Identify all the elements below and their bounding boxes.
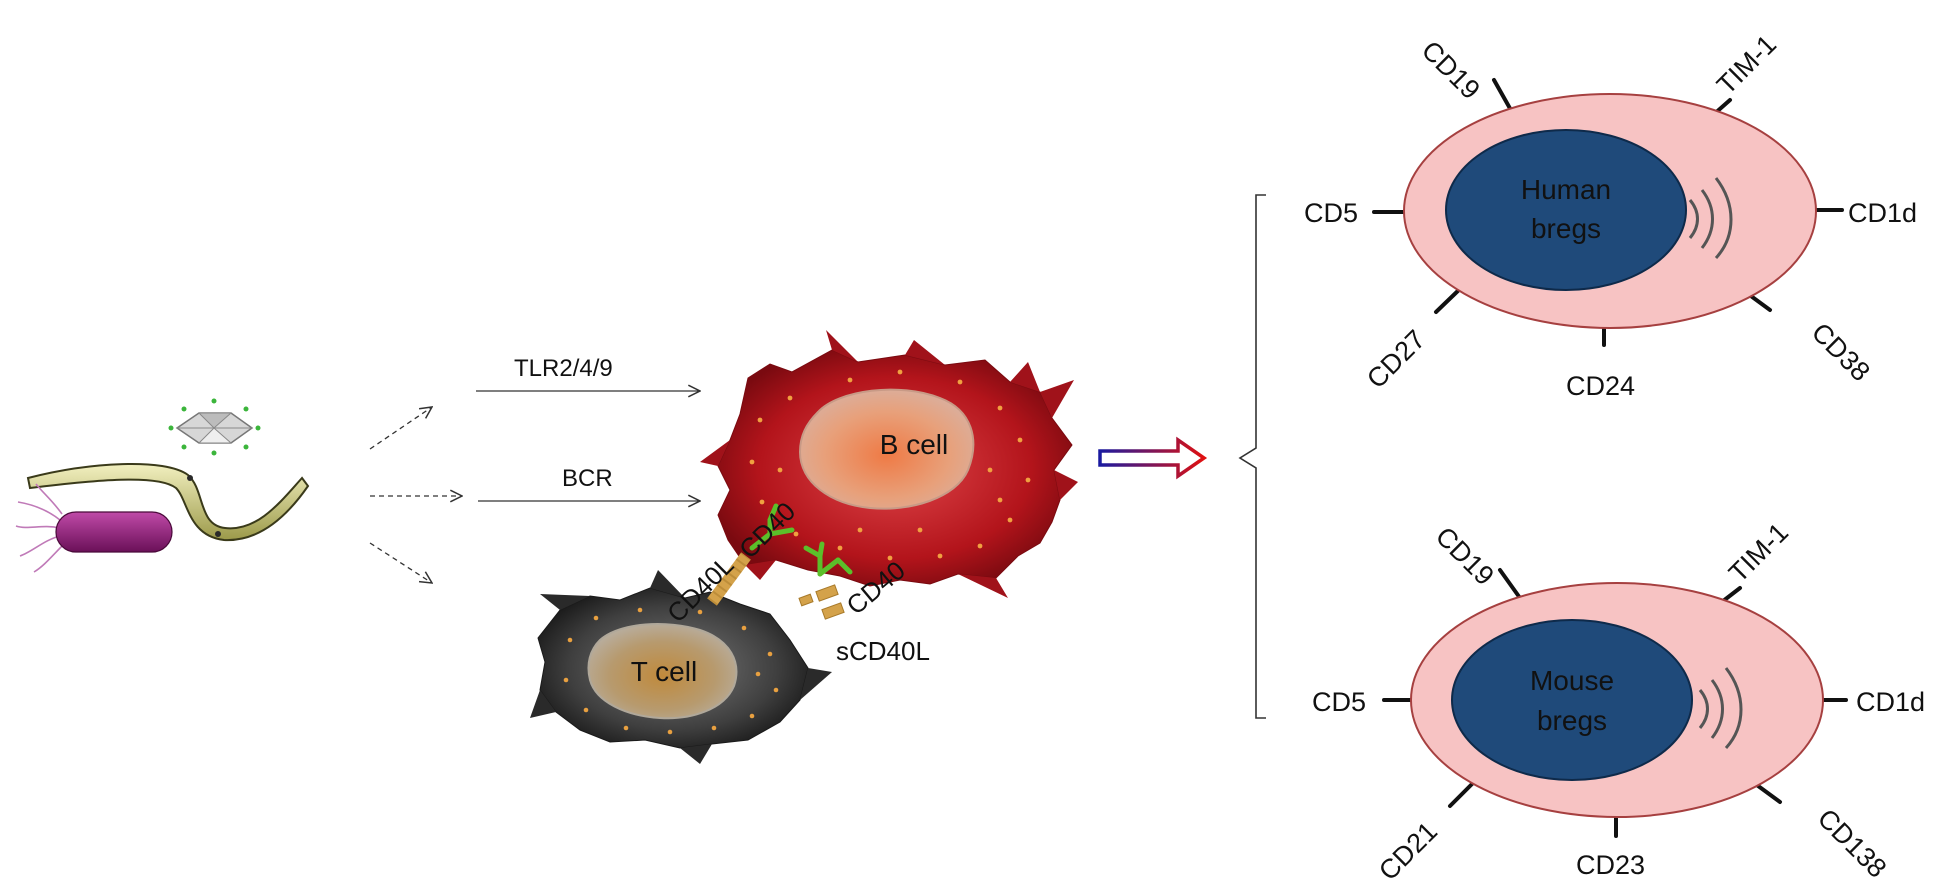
human-marker-cd5: CD5 [1304, 198, 1358, 228]
mouse-marker-cd5: CD5 [1312, 687, 1366, 717]
dashed-arrow-down [369, 542, 432, 583]
b-cell-label: B cell [880, 429, 948, 460]
mouse-bregs-title-1: Mouse [1530, 665, 1614, 696]
mouse-marker-cd21: CD21 [1373, 816, 1443, 886]
bcr-label: BCR [562, 465, 613, 492]
t-cell-label: T cell [631, 656, 697, 687]
virus-icon [168, 398, 261, 456]
mouse-antibody-waves-icon [1698, 667, 1743, 750]
human-bregs-nucleus [1445, 129, 1687, 291]
human-marker-cd19: CD19 [1416, 35, 1486, 105]
human-marker-cd24: CD24 [1566, 371, 1635, 401]
mouse-marker-cd19: CD19 [1430, 521, 1500, 591]
mouse-marker-cd138: CD138 [1812, 803, 1893, 884]
cd40-receptor-soluble [803, 541, 853, 577]
bacterium-icon [15, 483, 173, 573]
human-marker-cd27: CD27 [1361, 324, 1431, 394]
pathogen-arrows [369, 407, 462, 583]
scd40l-fragments [798, 584, 845, 620]
human-marker-tim1: TIM-1 [1711, 29, 1782, 100]
human-antibody-waves-icon [1688, 177, 1733, 260]
cd40l-stalk [707, 552, 751, 606]
human-bregs-cell: Human bregs CD19 TIM-1 CD5 CD1d CD27 CD2… [1304, 29, 1917, 401]
mouse-marker-cd23: CD23 [1576, 850, 1645, 880]
result-arrow [1098, 436, 1208, 480]
mouse-bregs-nucleus [1451, 619, 1693, 781]
human-bregs-title-2: bregs [1531, 213, 1601, 244]
mouse-bregs-title-2: bregs [1537, 705, 1607, 736]
human-bregs-title-1: Human [1521, 174, 1611, 205]
tlr-label: TLR2/4/9 [514, 355, 613, 382]
signal-arrows [476, 391, 700, 501]
mouse-marker-tim1: TIM-1 [1723, 517, 1794, 588]
grouping-bracket [1238, 194, 1266, 719]
mouse-bregs-cell: Mouse bregs CD19 TIM-1 CD5 CD1d CD21 CD2… [1312, 517, 1925, 886]
human-marker-cd1d: CD1d [1848, 198, 1917, 228]
helminth-icon [26, 462, 310, 542]
mouse-marker-cd1d: CD1d [1856, 687, 1925, 717]
b-cell: B cell [700, 330, 1078, 598]
dashed-arrow-up [369, 407, 432, 450]
t-cell: T cell [530, 570, 832, 764]
scd40l-label: sCD40L [836, 636, 930, 666]
cd40-receptor-bound [749, 503, 795, 551]
human-marker-cd38: CD38 [1806, 317, 1876, 387]
